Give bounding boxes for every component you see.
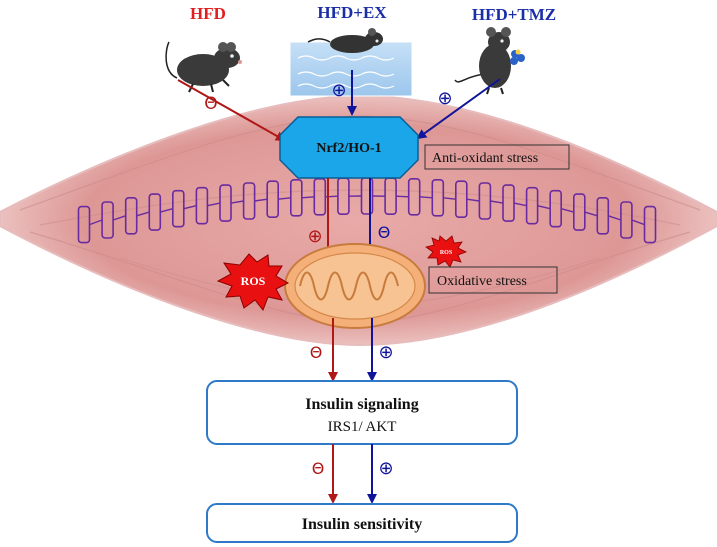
oxidative-stress-label: Oxidative stress [437, 274, 527, 289]
sarcomere-link [183, 205, 197, 210]
sarcomere-chain [77, 177, 657, 244]
symbol-mito-promote: ⊕ [307, 226, 322, 247]
nrf2-ho1-node [279, 116, 419, 179]
symbol-hfd-inhibit: Θ [204, 94, 217, 114]
sarcomere-link [490, 200, 504, 204]
anti-oxidant-box [424, 144, 570, 170]
insulin-signaling-box [206, 380, 518, 445]
label-hfd-ex: HFD+EX [317, 3, 387, 22]
sarcomere-link [419, 196, 433, 199]
sarcomere-link [443, 197, 456, 200]
anti-oxidant-label: Anti-oxidant stress [432, 151, 538, 166]
insulin-signaling-subtitle: IRS1/ AKT [328, 419, 397, 435]
sarcomere-link [160, 208, 173, 213]
label-hfd-tmz: HFD+TMZ [472, 5, 556, 24]
symbol-signaling-inhibit: Θ [310, 343, 323, 362]
sarcomere-link [396, 195, 409, 198]
symbol-sensitivity-inhibit: Θ [312, 459, 325, 478]
sarcomere-link [112, 215, 126, 221]
sarcomere-link [301, 196, 315, 199]
nrf2-ho1-label: Nrf2/HO-1 [316, 141, 381, 156]
oxidative-stress-box [428, 266, 558, 294]
symbol-ex-promote: ⊕ [331, 80, 346, 101]
symbol-sensitivity-promote: ⊕ [378, 458, 393, 479]
sarcomere [643, 205, 657, 244]
mitochondrion-icon [284, 243, 426, 329]
sarcomere-link [608, 215, 622, 221]
insulin-sensitivity-label: Insulin sensitivity [302, 516, 422, 533]
sarcomere-link [466, 198, 480, 202]
sarcomere-link [513, 202, 527, 207]
symbol-tmz-promote: ⊕ [437, 88, 452, 109]
sarcomere-link [207, 202, 221, 207]
sarcomere-link [230, 200, 244, 204]
arrow-tmz-to-nrf2 [416, 78, 501, 140]
sarcomere-link [584, 211, 598, 217]
sarcomere-link [254, 198, 268, 202]
sarcomere-link [89, 219, 103, 226]
hfd-mouse-icon [165, 41, 242, 93]
sarcomere-link [537, 205, 551, 210]
hfd-tmz-mouse-icon [454, 27, 525, 95]
sarcomere-link [136, 211, 150, 217]
insulin-sensitivity-box [206, 503, 518, 543]
ros-small-label: ROS [440, 250, 453, 256]
label-hfd: HFD [190, 4, 226, 23]
insulin-signaling-title: Insulin signaling [305, 396, 418, 413]
sarcomere-link [631, 219, 645, 226]
symbol-mito-inhibit: Θ [378, 223, 391, 242]
ros-main-label: ROS [241, 274, 266, 288]
sarcomere-link [561, 208, 574, 213]
arrow-hfd-to-nrf2 [177, 79, 286, 141]
sarcomere-link [278, 197, 291, 200]
symbol-signaling-promote: ⊕ [378, 342, 393, 363]
ros-burst-main: ROS [216, 253, 290, 311]
